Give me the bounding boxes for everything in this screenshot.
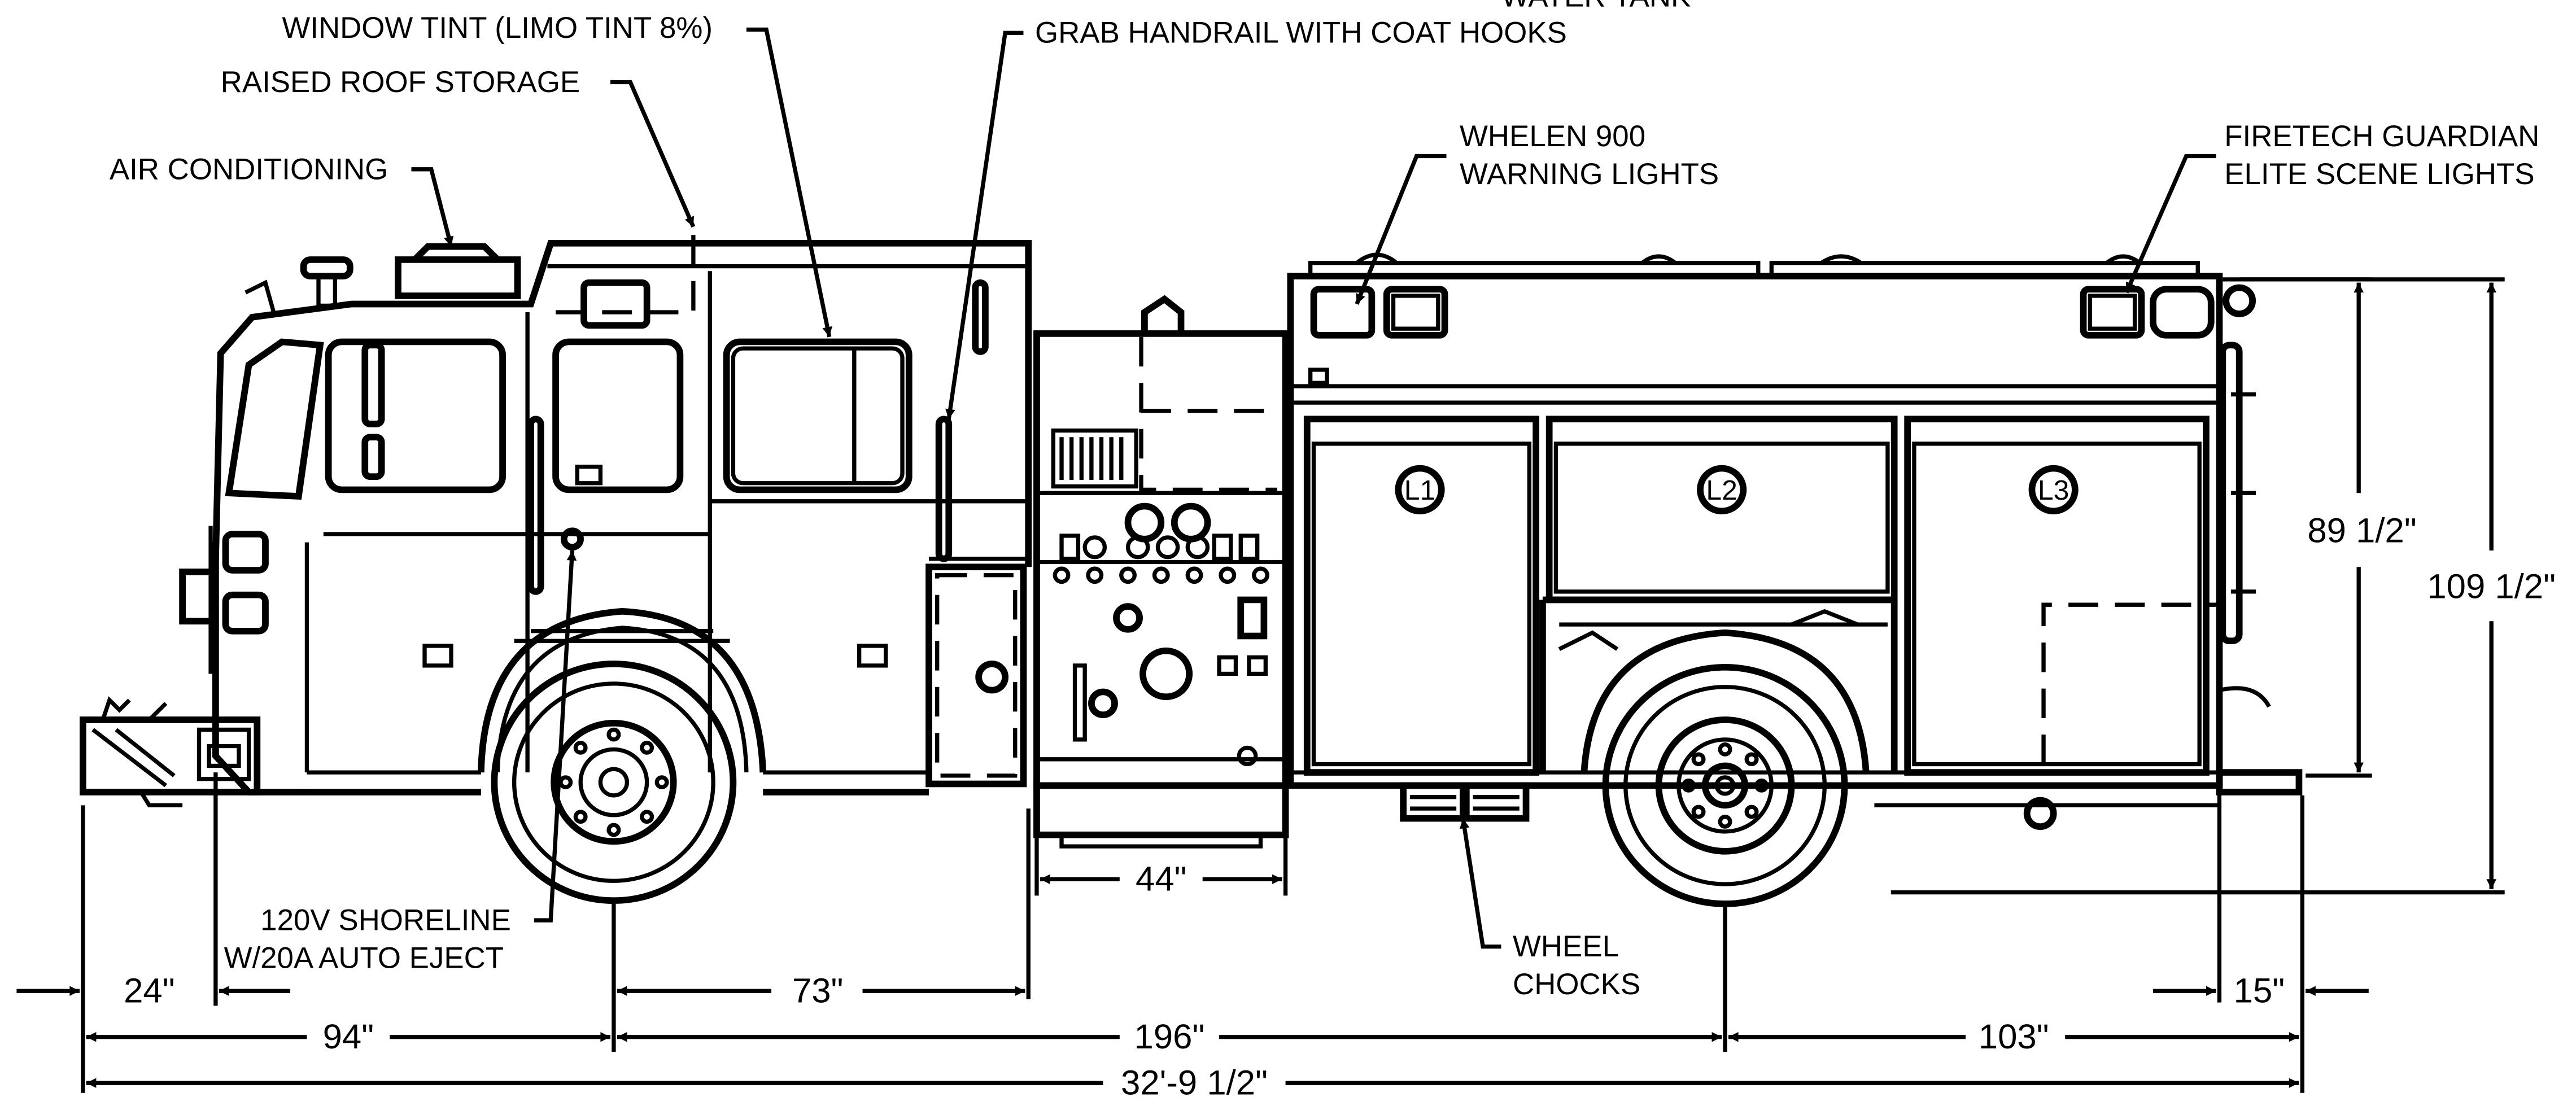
callout-air-conditioning: AIR CONDITIONING [110, 152, 454, 247]
front-wheel [478, 608, 767, 904]
svg-text:AIR CONDITIONING: AIR CONDITIONING [110, 152, 388, 186]
callout-water-tank: WATER TANK [1501, 0, 1691, 14]
callout-shoreline: 120V SHORELINE W/20A AUTO EJECT [224, 550, 577, 975]
callout-firetech-lights: FIRETECH GUARDIAN ELITE SCENE LIGHTS [2124, 120, 2539, 294]
svg-text:L3: L3 [2038, 474, 2069, 506]
callout-whelen-lights: WHELEN 900 WARNING LIGHTS [1355, 120, 1719, 305]
compartment-l1: L1 [1395, 465, 1445, 515]
svg-text:L1: L1 [1404, 474, 1436, 506]
svg-text:WARNING LIGHTS: WARNING LIGHTS [1460, 158, 1719, 191]
svg-text:ELITE SCENE LIGHTS: ELITE SCENE LIGHTS [2224, 158, 2534, 191]
dim-bumper-to-front-axle: 94" [86, 1017, 611, 1056]
svg-text:GRAB HANDRAIL WITH COAT HOOKS: GRAB HANDRAIL WITH COAT HOOKS [1035, 16, 1567, 50]
callout-wheel-chocks: WHEEL CHOCKS [1459, 818, 1640, 1001]
svg-text:WHEEL: WHEEL [1513, 930, 1619, 963]
svg-text:WHELEN 900: WHELEN 900 [1460, 120, 1645, 153]
svg-text:94": 94" [323, 1017, 374, 1056]
cab [179, 230, 1032, 795]
svg-text:FIRETECH GUARDIAN: FIRETECH GUARDIAN [2224, 120, 2539, 153]
callouts: WATER TANK WINDOW TINT (LIMO TINT 8%) RA… [110, 0, 2539, 1001]
svg-text:32'-9 1/2": 32'-9 1/2" [1121, 1064, 1268, 1103]
callout-window-tint: WINDOW TINT (LIMO TINT 8%) [282, 11, 832, 338]
front-bumper [80, 696, 261, 807]
svg-text:W/20A AUTO EJECT: W/20A AUTO EJECT [224, 942, 504, 975]
svg-text:L2: L2 [1706, 474, 1737, 506]
dim-rear-overhang: 15" [2153, 972, 2369, 1011]
apparatus-body [1287, 252, 2303, 830]
svg-text:196": 196" [1134, 1017, 1205, 1056]
compartment-labels: L1 L2 L3 [1395, 465, 2079, 515]
svg-text:109 1/2": 109 1/2" [2427, 567, 2556, 606]
dim-front-overhang: 24" [16, 972, 291, 1011]
callout-raised-roof-storage: RAISED ROOF STORAGE [221, 65, 696, 228]
dim-overall-length: 32'-9 1/2" [86, 1064, 2299, 1103]
compartment-l3: L3 [2028, 465, 2079, 515]
svg-text:WATER TANK: WATER TANK [1501, 0, 1691, 14]
svg-text:73": 73" [792, 972, 843, 1011]
dim-overall-height: 109 1/2" [2427, 282, 2556, 889]
svg-text:WINDOW TINT (LIMO TINT 8%): WINDOW TINT (LIMO TINT 8%) [282, 11, 713, 45]
truck-drawing [80, 230, 2303, 907]
svg-text:CHOCKS: CHOCKS [1513, 968, 1640, 1001]
dim-rear-axle-to-end: 103" [1728, 1017, 2299, 1056]
svg-text:15": 15" [2234, 972, 2285, 1011]
svg-text:103": 103" [1979, 1017, 2049, 1056]
pump-module [1033, 295, 1289, 849]
dim-pump-panel: 44" [1040, 860, 1282, 899]
svg-text:120V SHORELINE: 120V SHORELINE [260, 904, 511, 937]
rear-wheel [1558, 609, 1870, 907]
compartment-l2: L2 [1697, 465, 1747, 515]
dim-body-height: 89 1/2" [2307, 282, 2417, 773]
dim-axle-to-pump: 73" [617, 972, 1025, 1011]
dim-wheelbase: 196" [617, 1017, 1722, 1056]
svg-text:44": 44" [1136, 860, 1186, 899]
svg-text:24": 24" [124, 972, 174, 1011]
svg-text:89 1/2": 89 1/2" [2307, 512, 2416, 550]
dimensions: 89 1/2" 109 1/2" 44" 24" 73" [16, 277, 2556, 1103]
svg-text:RAISED ROOF STORAGE: RAISED ROOF STORAGE [221, 65, 580, 99]
callout-grab-handrail: GRAB HANDRAIL WITH COAT HOOKS [945, 16, 1567, 419]
